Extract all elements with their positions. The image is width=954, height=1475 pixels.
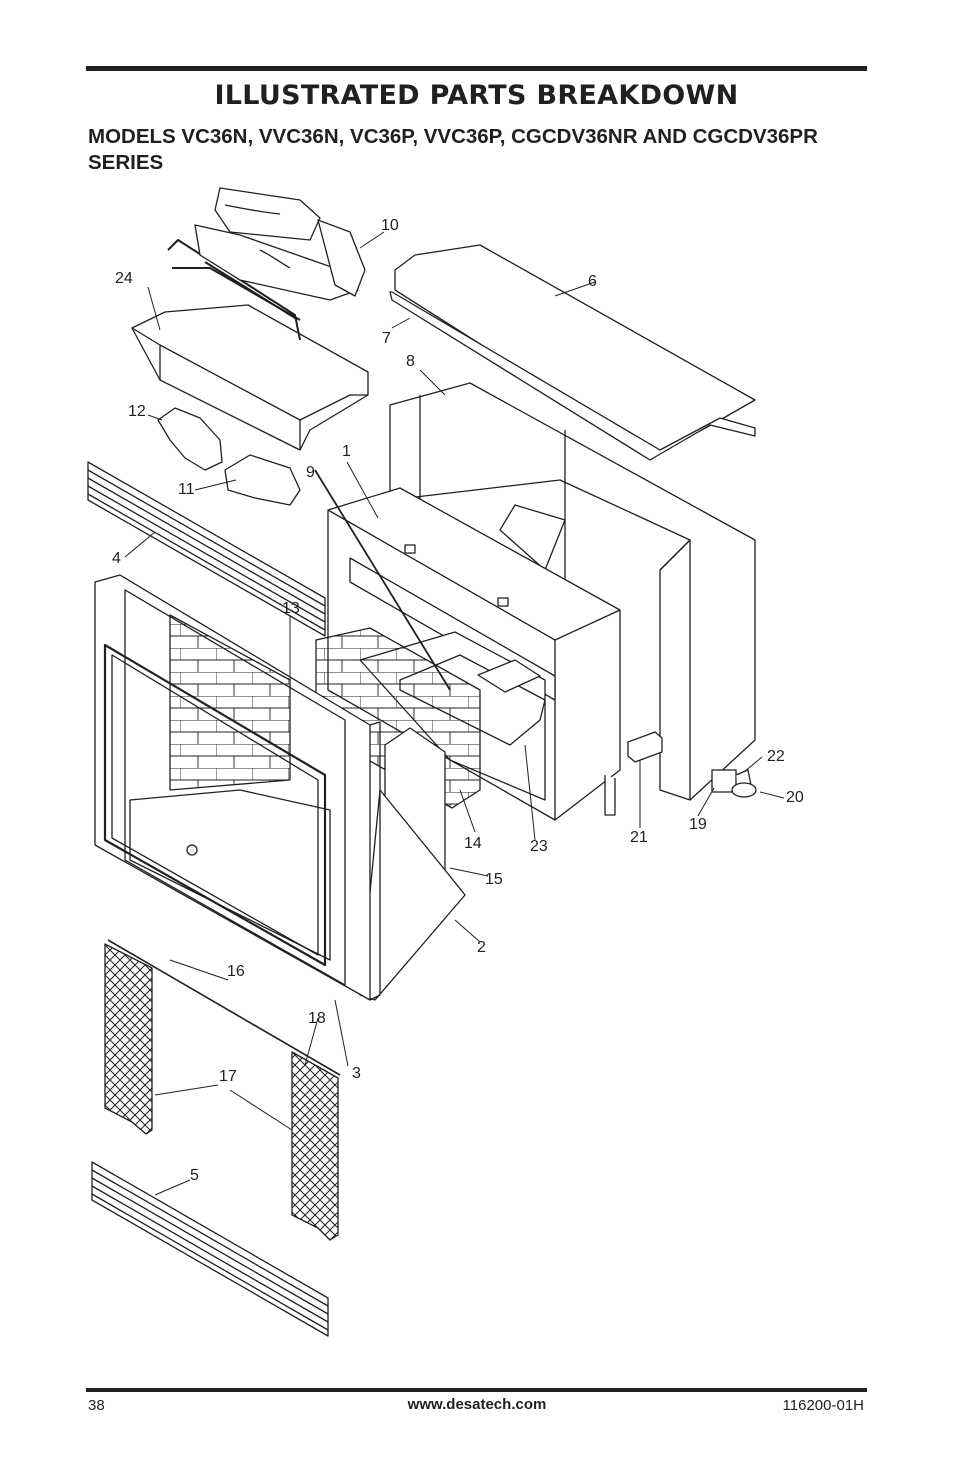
junction-block-part <box>627 731 663 763</box>
valve-part <box>711 769 737 793</box>
callout-4: 4 <box>112 550 121 567</box>
top-gasket-part <box>389 291 756 461</box>
mesh-screen-left-part <box>104 943 153 1135</box>
callout-2: 2 <box>477 939 486 956</box>
screen-rod-part <box>107 939 341 1076</box>
callout-3: 3 <box>352 1065 361 1082</box>
callout-10: 10 <box>381 217 399 234</box>
callout-17: 17 <box>219 1068 237 1085</box>
callout-15: 15 <box>485 871 503 888</box>
callout-18: 18 <box>308 1010 326 1027</box>
callout-19: 19 <box>689 816 707 833</box>
callout-5: 5 <box>190 1167 199 1184</box>
callout-21: 21 <box>630 829 648 846</box>
callout-8: 8 <box>406 353 415 370</box>
bottom-trim-part <box>91 1161 329 1337</box>
page-number: 38 <box>88 1397 105 1414</box>
callout-13: 13 <box>282 600 300 617</box>
log-12-part <box>157 407 223 471</box>
callout-24: 24 <box>115 270 133 287</box>
models-subtitle: MODELS VC36N, VVC36N, VC36P, VVC36P, CGC… <box>88 125 818 174</box>
callout-1: 1 <box>342 443 351 460</box>
callout-6: 6 <box>588 273 597 290</box>
log-set-part <box>194 187 366 301</box>
footer-rule <box>86 1388 867 1392</box>
outer-casing-part <box>389 382 756 801</box>
header-rule <box>86 66 867 71</box>
callout-16: 16 <box>227 963 245 980</box>
callout-22: 22 <box>767 748 785 765</box>
mesh-screen-right-part <box>291 1051 339 1241</box>
callout-12: 12 <box>128 403 146 420</box>
knob-part <box>731 782 757 798</box>
callout-9: 9 <box>306 464 315 481</box>
callout-23: 23 <box>530 838 548 855</box>
page-title: ILLUSTRATED PARTS BREAKDOWN <box>214 80 739 111</box>
grate-base-part <box>131 304 369 451</box>
callout-20: 20 <box>786 789 804 806</box>
callout-7: 7 <box>382 330 391 347</box>
callout-11: 11 <box>178 481 195 498</box>
website-link[interactable]: www.desatech.com <box>407 1396 547 1413</box>
callout-14: 14 <box>464 835 482 852</box>
document-number: 116200-01H <box>782 1397 864 1414</box>
log-11-part <box>224 454 301 506</box>
top-trim-part <box>87 461 326 637</box>
